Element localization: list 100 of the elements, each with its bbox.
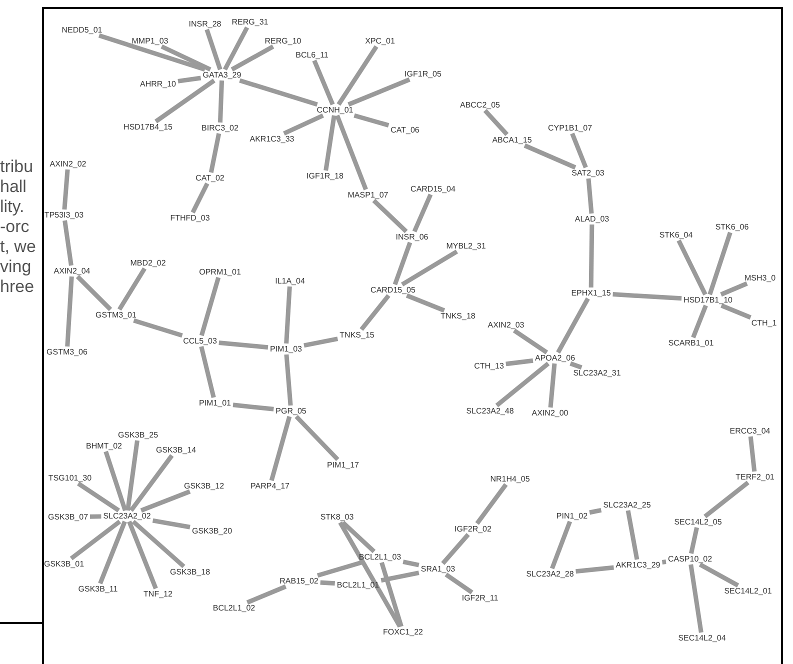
text-fragment: t, we bbox=[0, 238, 36, 256]
connector-line bbox=[380, 570, 420, 583]
connector-line bbox=[348, 77, 410, 107]
connector-line bbox=[269, 416, 292, 482]
gene-label: SRA1_03 bbox=[420, 564, 456, 574]
connector-line bbox=[65, 276, 74, 347]
connector-line bbox=[294, 414, 340, 462]
gene-label: FOXC1_22 bbox=[382, 628, 424, 636]
gene-label: AKR1C3_29 bbox=[614, 560, 662, 570]
gene-label: APOA2_06 bbox=[534, 354, 576, 362]
connector-line bbox=[127, 520, 158, 590]
connector-line bbox=[589, 508, 602, 515]
connector-line bbox=[748, 436, 757, 472]
gene-label: SLC23A2_02 bbox=[102, 512, 152, 520]
connector-line bbox=[246, 584, 287, 605]
gene-label: CTH_13 bbox=[473, 362, 505, 370]
connector-line bbox=[548, 363, 557, 408]
connector-line bbox=[689, 527, 699, 554]
connector-line bbox=[483, 108, 509, 136]
gene-label: EPHX1_15 bbox=[570, 288, 612, 298]
gene-label: GATA3_29 bbox=[202, 70, 242, 80]
gene-label: NEDD5_01 bbox=[60, 26, 104, 34]
connector-line bbox=[360, 294, 390, 331]
connector-line bbox=[626, 510, 640, 560]
gene-label: INSR_06 bbox=[394, 232, 430, 242]
connector-line bbox=[320, 580, 336, 586]
gene-label: ABCA1_15 bbox=[491, 136, 533, 144]
connector-line bbox=[691, 304, 708, 338]
connector-line bbox=[704, 480, 750, 518]
gene-label: OPRM1_01 bbox=[198, 268, 242, 276]
gene-label: ERCC3_04 bbox=[728, 426, 772, 436]
connector-line bbox=[218, 340, 268, 350]
connector-line bbox=[218, 80, 224, 123]
text-fragment: lity. bbox=[0, 198, 24, 216]
connector-line bbox=[402, 560, 420, 568]
connector-line bbox=[129, 454, 174, 512]
connector-line bbox=[104, 450, 128, 512]
gene-label: TSG101_30 bbox=[47, 474, 93, 482]
connector-line bbox=[284, 286, 292, 344]
connector-line bbox=[199, 346, 216, 398]
gene-label: INSR_28 bbox=[188, 20, 222, 28]
gene-label: PIN1_02 bbox=[555, 512, 589, 520]
gene-label: RERG_31 bbox=[230, 18, 270, 26]
gene-label: PIM1_17 bbox=[326, 460, 360, 470]
gene-label: AKR1C3_33 bbox=[248, 134, 296, 144]
connector-line bbox=[190, 182, 210, 214]
connector-line bbox=[160, 44, 212, 72]
connector-line bbox=[208, 133, 222, 173]
gene-label: SCARB1_01 bbox=[667, 338, 715, 348]
connector-line bbox=[380, 562, 404, 628]
gene-label: PIM1_03 bbox=[268, 344, 304, 354]
connector-line bbox=[316, 560, 362, 578]
connector-line bbox=[556, 297, 590, 354]
gene-label: AHRR_10 bbox=[139, 80, 177, 88]
gene-label: CYP1B1_07 bbox=[546, 124, 594, 132]
gene-label: AXIN2_04 bbox=[52, 266, 92, 276]
gene-label: AXIN2_03 bbox=[486, 320, 526, 330]
gene-label: MASP1_07 bbox=[346, 190, 390, 200]
gene-label: GSK3B_12 bbox=[182, 482, 226, 490]
connector-line bbox=[392, 242, 412, 286]
connector-line bbox=[283, 113, 324, 136]
connector-line bbox=[304, 336, 338, 348]
connector-line bbox=[117, 267, 147, 311]
connector-line bbox=[338, 521, 402, 628]
connector-line bbox=[698, 562, 740, 588]
connector-line bbox=[550, 520, 572, 570]
gene-label: TNKS_18 bbox=[440, 312, 476, 320]
gene-label: AXIN2_00 bbox=[530, 408, 570, 418]
text-fragment: hree bbox=[0, 278, 34, 296]
text-fragment: hall bbox=[0, 178, 26, 196]
connector-line bbox=[570, 132, 588, 168]
text-fragment: -orc bbox=[0, 218, 30, 236]
gene-label: CASP10_02 bbox=[666, 554, 714, 564]
gene-label: IL1A_04 bbox=[274, 276, 306, 286]
connector-line bbox=[133, 318, 183, 338]
connector-line bbox=[341, 520, 376, 554]
connector-line bbox=[76, 274, 112, 312]
connector-line bbox=[98, 520, 127, 584]
gene-label: STK6_04 bbox=[658, 230, 694, 240]
gene-label: HSD17B4_15 bbox=[122, 122, 174, 132]
text-fragment: tribu bbox=[0, 158, 34, 176]
gene-label: RERG_10 bbox=[264, 36, 302, 46]
gene-label: BCL2L1_02 bbox=[212, 604, 256, 612]
connector-line bbox=[336, 45, 378, 106]
gene-label: ALAD_03 bbox=[574, 214, 610, 224]
gene-label: SEC14L2_04 bbox=[677, 634, 727, 642]
connector-line bbox=[199, 276, 221, 336]
connector-line bbox=[62, 220, 74, 266]
gene-label: BIRC3_02 bbox=[200, 124, 240, 132]
gene-label: PGR_05 bbox=[274, 406, 308, 416]
connector-line bbox=[475, 483, 508, 525]
gene-label: GSK3B_01 bbox=[42, 560, 86, 568]
connector-line bbox=[239, 78, 318, 107]
connector-line bbox=[335, 114, 368, 190]
gene-label: CCL5_03 bbox=[182, 336, 218, 346]
connector-line bbox=[524, 143, 576, 170]
gene-label: TNKS_15 bbox=[338, 330, 376, 340]
gene-label: CARD15_05 bbox=[370, 286, 416, 294]
connector-line bbox=[90, 514, 102, 519]
gene-label: SLC23A2_31 bbox=[572, 368, 622, 378]
